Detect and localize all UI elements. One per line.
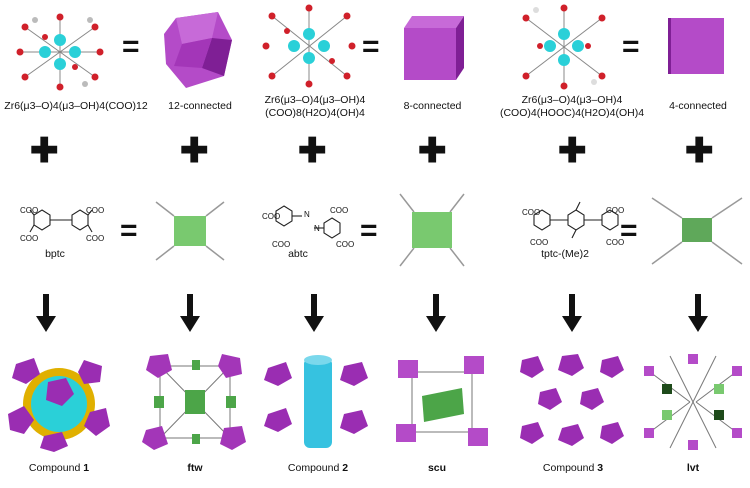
linker-bptc-label: bptc — [45, 248, 65, 260]
formula-4c-cluster-line1: Zr6(μ3–O)4(μ3–OH)4 — [521, 94, 623, 106]
compound-word: Compound — [287, 462, 340, 474]
tptc-coo-4: COO — [606, 238, 625, 247]
bptc-coo-4: COO — [86, 234, 105, 243]
plus-sign-4: ✚ — [418, 132, 447, 170]
bptc-coo-2: COO — [86, 206, 105, 215]
down-arrow-1 — [36, 294, 56, 332]
formula-8c-cluster-line2: (COO)8(H2O)4(OH)4 — [265, 107, 365, 119]
compound-1-label: Compound 1 — [4, 462, 114, 475]
compound-2-label: Compound 2 — [262, 462, 374, 475]
linker-abtc-label: abtc — [288, 248, 308, 260]
bptc-coo-1: COO — [20, 206, 39, 215]
net-scu-label: scu — [427, 462, 447, 474]
tptc-coo-3: COO — [530, 238, 549, 247]
compound-2-structure — [264, 355, 368, 448]
equals-sign-3: = — [622, 30, 640, 63]
zr6-cluster-8c — [262, 4, 356, 88]
zr6-cluster-4c — [522, 4, 606, 90]
equals-sign-2: = — [362, 30, 380, 63]
abtc-coo-1: COO — [262, 212, 281, 221]
down-arrow-5 — [562, 294, 582, 332]
tptc-me2-structure — [533, 201, 619, 239]
formula-8c-cluster-line1: Zr6(μ3–O)4(μ3–OH)4 — [264, 94, 366, 106]
square-4-connected — [668, 18, 724, 74]
tptc-coo-1: COO — [522, 208, 541, 217]
down-arrow-6 — [688, 294, 708, 332]
equals-sign-5: = — [360, 214, 378, 247]
equals-sign-6: = — [620, 214, 638, 247]
cuboctahedron-12-connected — [164, 12, 232, 88]
equals-sign-4: = — [120, 214, 138, 247]
tptc-coo-2: COO — [606, 206, 625, 215]
plus-sign-3: ✚ — [298, 132, 327, 170]
linker-tptc-me2-label: tptc-(Me)2 — [541, 248, 589, 260]
abtc-coo-4: COO — [336, 240, 355, 249]
down-arrow-4 — [426, 294, 446, 332]
formula-4c-cluster-line2: (COO)4(HOOC)4(H2O)4(OH)4 — [499, 107, 645, 119]
down-arrow-3 — [304, 294, 324, 332]
node-4c-linker-2 — [399, 193, 465, 267]
down-arrow-2 — [180, 294, 200, 332]
compound-number: 2 — [342, 462, 349, 474]
abtc-coo-3: COO — [272, 240, 291, 249]
plus-sign-2: ✚ — [180, 132, 209, 170]
compound-3-structure — [520, 354, 624, 446]
abtc-n-1: N — [304, 210, 310, 219]
net-lvt-label: lvt — [686, 462, 700, 474]
compound-word: Compound — [28, 462, 81, 474]
bptc-coo-3: COO — [20, 234, 39, 243]
abtc-structure — [275, 205, 341, 239]
scu-net — [396, 356, 488, 446]
zr6-cluster-12c — [16, 13, 104, 91]
plus-sign-5: ✚ — [558, 132, 587, 170]
label-4-connected: 4-connected — [669, 100, 727, 112]
node-4c-linker-1 — [155, 201, 225, 261]
formula-12c-cluster: Zr6(μ3–O)4(μ3–OH)4(COO)12 — [4, 100, 148, 112]
node-4c-linker-3 — [651, 197, 743, 265]
cube-8-connected — [404, 16, 464, 80]
abtc-n-2: N — [314, 224, 320, 233]
compound-3-label: Compound 3 — [518, 462, 628, 475]
lvt-net — [644, 354, 742, 450]
plus-sign-1: ✚ — [30, 132, 59, 170]
plus-sign-6: ✚ — [685, 132, 714, 170]
compound-number: 1 — [83, 462, 90, 474]
abtc-coo-2: COO — [330, 206, 349, 215]
label-8-connected: 8-connected — [403, 100, 462, 112]
ftw-net — [142, 354, 246, 450]
compound-number: 3 — [597, 462, 604, 474]
compound-1-structure — [8, 358, 110, 452]
label-12-connected: 12-connected — [168, 100, 232, 112]
compound-word: Compound — [542, 462, 595, 474]
bptc-structure — [29, 209, 93, 233]
net-ftw-label: ftw — [187, 462, 203, 474]
equals-sign-1: = — [122, 30, 140, 63]
